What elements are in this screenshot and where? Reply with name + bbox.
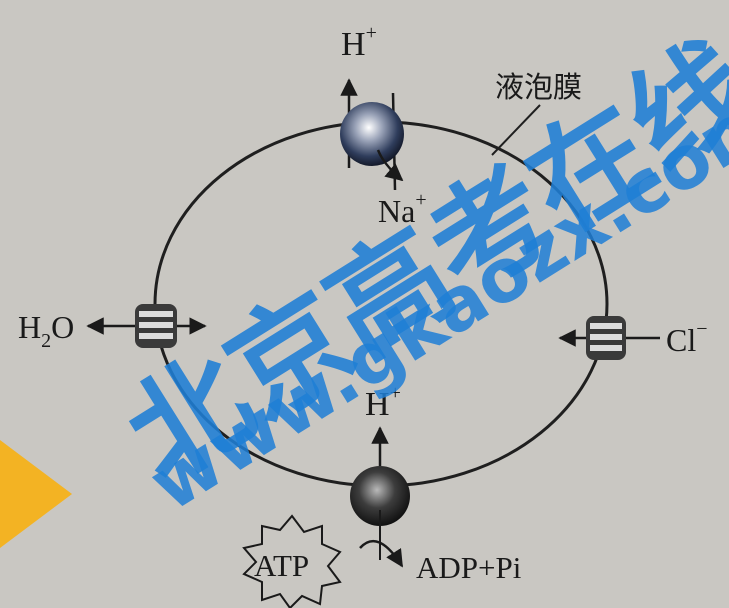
- pump-protein: [350, 466, 410, 526]
- na-label: Na+: [378, 189, 427, 229]
- chloride-label: Cl−: [666, 318, 708, 358]
- h-na-antiporter: [340, 78, 404, 191]
- top-h-label: H+: [341, 22, 377, 63]
- membrane-label-pointer: [491, 104, 541, 156]
- bottom-h-label: H+: [365, 382, 401, 423]
- adp-label: ADP+Pi: [416, 550, 522, 585]
- atp-burst: [242, 514, 342, 608]
- membrane-label: 液泡膜: [495, 70, 582, 104]
- na-influx-arrow: [376, 149, 404, 182]
- watermark-triangle: [0, 440, 72, 548]
- chloride-channel: [558, 316, 660, 360]
- water-channel: [86, 304, 207, 348]
- water-label: H2O: [18, 309, 74, 352]
- proton-pump: [350, 426, 410, 568]
- atp-hydrolysis-arrow: [359, 539, 404, 568]
- antiporter-protein: [340, 102, 404, 166]
- atp-label: ATP: [254, 548, 309, 583]
- watermark-url: www.gkaozx.com: [135, 73, 729, 529]
